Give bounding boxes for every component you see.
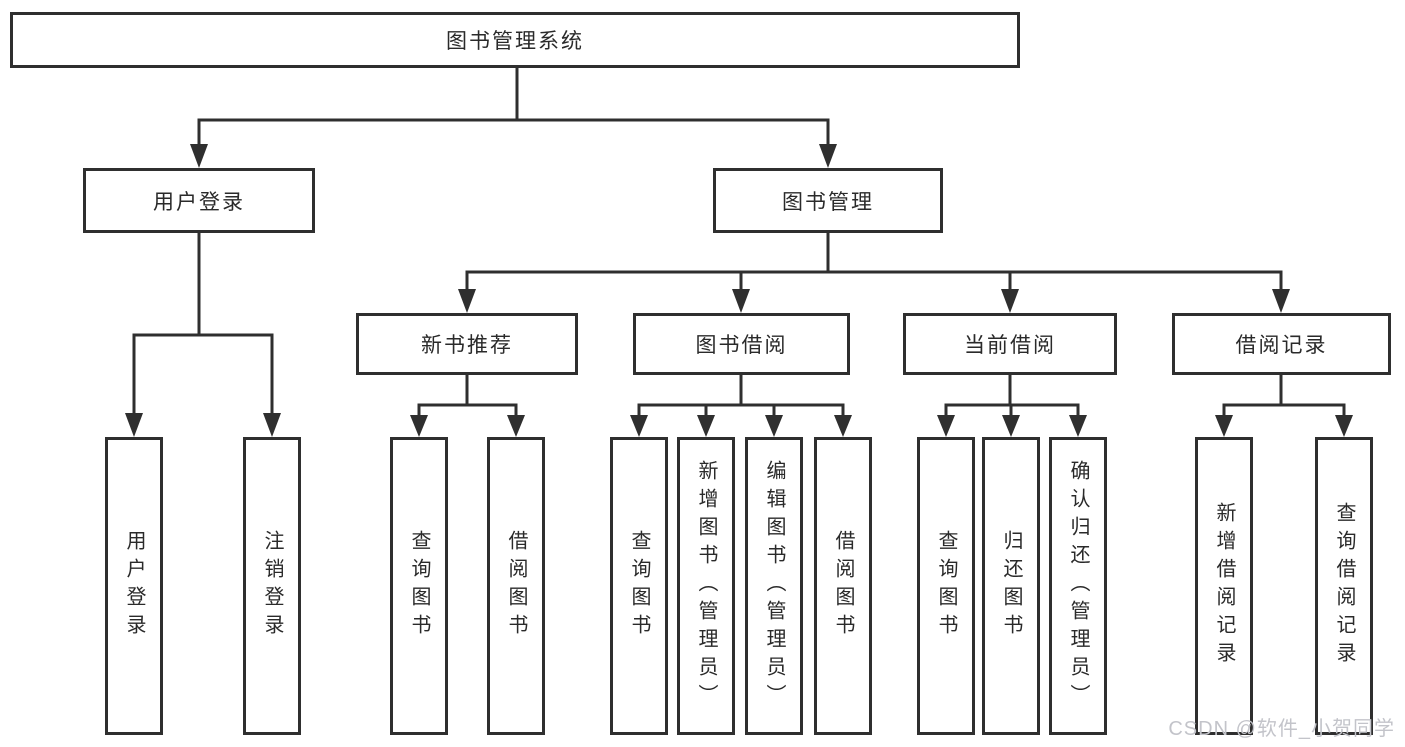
leaf-query-books-current: 查询图书: [917, 437, 975, 735]
node-book-management: 图书管理: [713, 168, 943, 233]
node-book-borrow: 图书借阅: [633, 313, 850, 375]
connector-line: [944, 375, 1080, 417]
node-label: 注销登录: [261, 530, 283, 642]
node-label: 确认归还（管理员）: [1067, 460, 1089, 712]
node-label: 查询图书: [408, 530, 430, 642]
arrowhead-icon: [125, 413, 281, 437]
node-user-login: 用户登录: [83, 168, 315, 233]
arrowhead-icon: [458, 289, 1290, 313]
leaf-return-books: 归还图书: [982, 437, 1040, 735]
node-label: 查询图书: [935, 530, 957, 642]
node-borrow-records: 借阅记录: [1172, 313, 1391, 375]
leaf-confirm-return-admin: 确认归还（管理员）: [1049, 437, 1107, 735]
node-label: 新增图书（管理员）: [695, 460, 717, 712]
node-label: 借阅图书: [505, 530, 527, 642]
node-label: 图书管理系统: [446, 30, 584, 53]
leaf-borrow-books-recommend: 借阅图书: [487, 437, 545, 735]
node-label: 图书管理: [782, 190, 874, 214]
leaf-borrow-books: 借阅图书: [814, 437, 872, 735]
connector-book-borrow-children: [630, 375, 852, 437]
connector-line: [197, 68, 830, 146]
node-label: 新增借阅记录: [1213, 502, 1235, 670]
arrowhead-icon: [937, 415, 1087, 437]
arrowhead-icon: [630, 415, 852, 437]
node-new-book-recommend: 新书推荐: [356, 313, 578, 375]
node-label: 用户登录: [153, 190, 245, 214]
node-label: 查询借阅记录: [1333, 502, 1355, 670]
connector-book-management-children: [458, 233, 1290, 313]
arrowhead-icon: [410, 415, 525, 437]
leaf-logout: 注销登录: [243, 437, 301, 735]
connector-line: [417, 375, 518, 417]
connector-current-borrow-children: [937, 375, 1087, 437]
connector-line: [1222, 375, 1346, 417]
node-label: 图书借阅: [695, 334, 788, 357]
connector-new-book-recommend-children: [410, 375, 525, 437]
connector-line: [132, 233, 274, 415]
connector-user-login-children: [125, 233, 281, 437]
node-root: 图书管理系统: [10, 12, 1020, 68]
connector-line: [637, 375, 845, 417]
connector-borrow-records-children: [1215, 375, 1353, 437]
leaf-query-books-recommend: 查询图书: [390, 437, 448, 735]
leaf-add-books-admin: 新增图书（管理员）: [677, 437, 735, 735]
node-label: 借阅图书: [832, 530, 854, 642]
node-label: 借阅记录: [1235, 334, 1328, 357]
leaf-query-books-borrow: 查询图书: [610, 437, 668, 735]
arrowhead-icon: [1215, 415, 1353, 437]
leaf-add-borrow-record: 新增借阅记录: [1195, 437, 1253, 735]
connector-root-to-level2: [190, 68, 837, 168]
node-label: 用户登录: [123, 530, 145, 642]
node-label: 新书推荐: [421, 334, 513, 357]
leaf-query-borrow-record: 查询借阅记录: [1315, 437, 1373, 735]
connector-line: [465, 233, 1283, 291]
arrowhead-icon: [190, 144, 837, 168]
node-label: 查询图书: [628, 530, 650, 642]
node-current-borrow: 当前借阅: [903, 313, 1117, 375]
watermark: CSDN @软件_小贺同学: [1168, 718, 1395, 740]
leaf-user-login: 用户登录: [105, 437, 163, 735]
node-label: 归还图书: [1000, 530, 1022, 642]
leaf-edit-books-admin: 编辑图书（管理员）: [745, 437, 803, 735]
node-label: 编辑图书（管理员）: [763, 460, 785, 712]
node-label: 当前借阅: [964, 334, 1056, 357]
